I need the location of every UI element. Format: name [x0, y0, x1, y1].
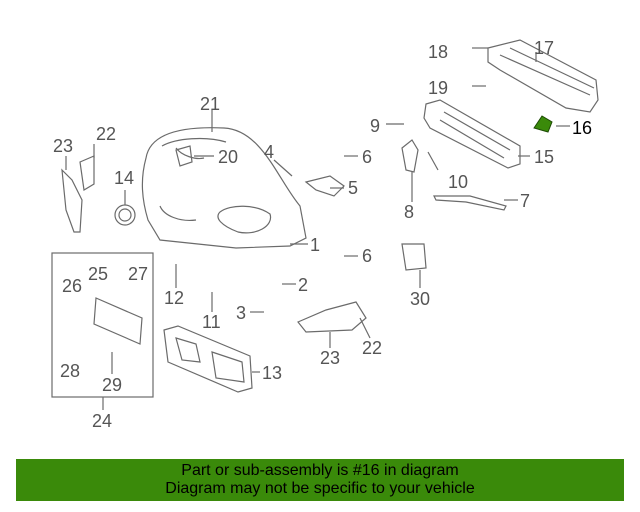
callout-number: 21 [200, 94, 220, 114]
callout-number: 19 [428, 78, 448, 98]
callout-number: 13 [262, 363, 282, 383]
callout-number: 26 [62, 276, 82, 296]
connector-30-part [401, 243, 427, 271]
side-bracket-part [61, 168, 83, 233]
callout-number: 23 [53, 136, 73, 156]
bracket-5-part [304, 175, 345, 197]
callout-number: 23 [320, 348, 340, 368]
callout-number: 7 [520, 191, 530, 211]
lamp-bracket-part [401, 139, 419, 173]
banner-line-disclaimer: Diagram may not be specific to your vehi… [165, 480, 475, 497]
callout-number: 27 [128, 264, 148, 284]
callout-number: 20 [218, 147, 238, 167]
callout-number: 2 [298, 275, 308, 295]
part-info-banner: Part or sub-assembly is #16 in diagram D… [16, 459, 624, 501]
banner-line-part-number: Part or sub-assembly is #16 in diagram [181, 462, 459, 479]
callout-number: 11 [202, 312, 221, 332]
callout-number: 4 [264, 142, 274, 162]
callout-number: 22 [96, 124, 116, 144]
callout-number: 29 [102, 375, 122, 395]
callout-number: 17 [534, 38, 554, 58]
callout-number: 6 [362, 147, 372, 167]
callout-number: 8 [404, 202, 414, 222]
callout-number: 10 [448, 172, 468, 192]
callout-number: 6 [362, 246, 372, 266]
callout-number: 28 [60, 361, 80, 381]
license-plate-bracket-part [93, 297, 143, 345]
callout-number: 12 [164, 288, 184, 308]
emblem-part [114, 204, 136, 226]
callout-number: 22 [362, 338, 382, 358]
side-bracket-part [79, 155, 95, 191]
callout-number: 30 [410, 289, 430, 309]
callout-number: 14 [114, 168, 134, 188]
callout-number: 25 [88, 264, 108, 284]
callout-number: 9 [370, 116, 380, 136]
callout-number: 3 [236, 303, 246, 323]
clip-16-highlighted-part [533, 115, 553, 133]
fog-lamp-bezel-part [297, 301, 367, 333]
callout-number: 1 [310, 235, 320, 255]
callout-number: 5 [348, 178, 358, 198]
grille-13-part [163, 325, 253, 393]
energy-absorber-part [423, 99, 521, 169]
callout-numbers: 18 17 19 9 16 21 22 23 20 4 6 10 15 14 5… [53, 38, 592, 431]
callout-number: 24 [92, 411, 112, 431]
parts-diagram: 18 17 19 9 16 21 22 23 20 4 6 10 15 14 5… [51, 38, 599, 431]
callout-leader-lines [65, 47, 570, 410]
bumper-cover-part [141, 127, 307, 249]
reinforcement-beam-part [487, 39, 599, 113]
grille-insert-part [175, 145, 193, 167]
callout-number: 15 [534, 147, 554, 167]
callout-number: 18 [428, 42, 448, 62]
strip-7-part [433, 195, 507, 211]
callout-number-highlighted: 16 [572, 118, 592, 138]
